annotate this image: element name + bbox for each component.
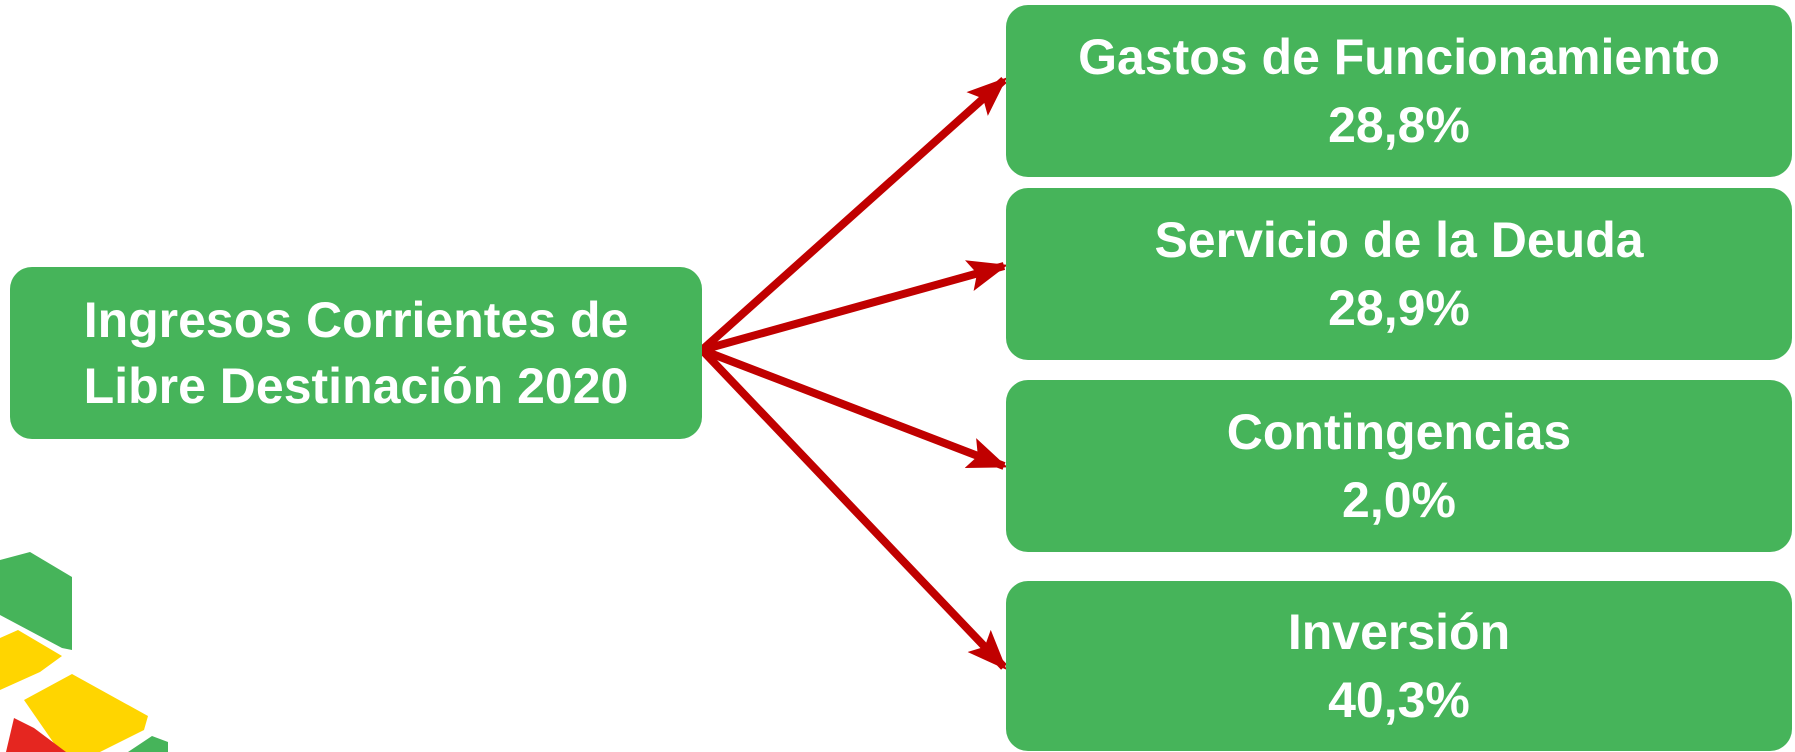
target-label: Gastos de Funcionamiento [1078,29,1720,85]
target-box-contingencias: Contingencias 2,0% [1006,380,1792,552]
logo-green-tile-bottom [128,736,168,752]
target-label: Servicio de la Deuda [1154,212,1644,268]
target-value: 40,3% [1328,672,1470,728]
target-box-servicio: Servicio de la Deuda 28,9% [1006,188,1792,360]
logo-green-tile-top [0,552,72,650]
target-value: 28,8% [1328,97,1470,153]
arrow-to-contingencias [700,346,1008,470]
tricolor-tiles-logo-icon [0,552,168,752]
arrow-to-servicio [700,260,1008,354]
target-label: Inversión [1287,604,1511,660]
target-box-inversion: Inversión 40,3% [1006,581,1792,751]
logo-red-tile [6,718,66,752]
source-line-2: Libre Destinación 2020 [83,358,629,414]
logo-yellow-tile-left [0,630,62,690]
logo-yellow-tile-right [24,674,148,752]
arrow-to-gastos [699,77,1007,353]
target-value: 28,9% [1328,280,1470,336]
target-label: Contingencias [1226,404,1572,460]
target-box-gastos: Gastos de Funcionamiento 28,8% [1006,5,1792,177]
arrow-to-inversion [699,347,1007,670]
source-box: Ingresos Corrientes de Libre Destinación… [10,267,702,439]
target-value: 2,0% [1342,472,1456,528]
source-line-1: Ingresos Corrientes de [83,292,629,348]
